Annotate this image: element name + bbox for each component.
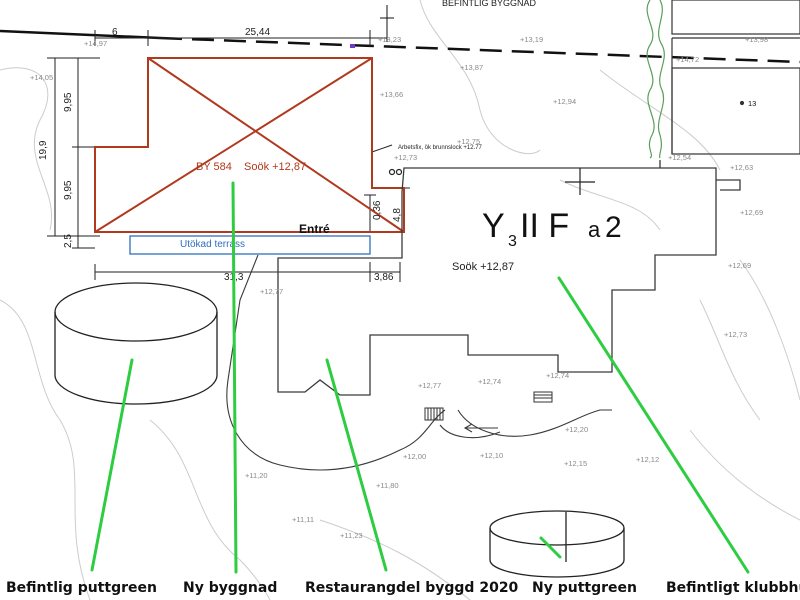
elevation: +13,87 [460, 63, 483, 72]
elevation: +12,94 [553, 97, 576, 106]
new-building-sook-label: Soök +12,87 [244, 161, 306, 173]
zoning-code-sub: 3 [508, 233, 517, 250]
zoning-code-main: II F [520, 207, 569, 245]
zoning-code-2: 2 [605, 211, 622, 244]
elevation: +13,19 [520, 35, 543, 44]
clubhouse-note: Arbetsfix, ök brunnslock +12.77 [398, 145, 483, 151]
elevation-13: 13 [748, 99, 756, 108]
terrace-label: Utökad terrass [180, 239, 245, 250]
label-existing-clubhouse: Befintligt klubbhus [666, 580, 800, 596]
elevation: +14,05 [30, 73, 53, 82]
elevation: +12,75 [457, 137, 480, 146]
existing-putting-green [54, 282, 218, 405]
elevation: +12,10 [480, 451, 503, 460]
elevation: +12,69 [728, 261, 751, 270]
dim-side-small: 2,5 [63, 234, 74, 248]
existing-clubhouse-outline [277, 160, 741, 396]
elevation: +12,73 [724, 330, 747, 339]
dim-height-upper: 9,95 [63, 92, 74, 112]
elevation: +11,80 [376, 481, 399, 490]
elevation: +13,66 [380, 90, 403, 99]
leader-lines [90, 181, 750, 574]
leader-restaurant [325, 358, 388, 572]
elevation: +12,12 [636, 455, 659, 464]
boundary-line [0, 5, 800, 64]
dim-height-total: 19,9 [38, 140, 49, 160]
elevation: +12,69 [740, 208, 763, 217]
elevation: +12,74 [478, 377, 501, 386]
zoning-code: Y 3 II F a 2 [482, 207, 622, 250]
elevation: +11,11 [292, 515, 314, 524]
dim-top-span: 25,44 [245, 27, 270, 38]
extended-terrace [129, 235, 371, 255]
elevation: +13,98 [745, 35, 768, 44]
elevation: +12,63 [730, 163, 753, 172]
elevation: +14,72 [676, 55, 699, 64]
zoning-code-y: Y [482, 207, 505, 245]
elevation-labels: +14,97 +13,23 +13,19 +13,98 +14,72 +14,0… [30, 35, 768, 540]
elevation: +13,23 [378, 35, 401, 44]
leader-existing-clubhouse [557, 276, 750, 574]
elevation: +12,77 [418, 381, 441, 390]
walkway-curve [226, 254, 612, 471]
dim-right-small: 0,36 [372, 200, 383, 220]
elevation: +12,15 [564, 459, 587, 468]
dim-right-height: 4,8 [392, 208, 403, 222]
leader-existing-putting-green [90, 358, 134, 572]
dim-height-lower: 9,95 [63, 180, 74, 200]
elevation: +12,54 [668, 153, 691, 162]
entrance-label: Entré [299, 222, 330, 236]
new-putting-green [489, 510, 625, 578]
label-new-building: Ny byggnad [183, 580, 277, 596]
elevation: +14,97 [84, 39, 107, 48]
elevation: +12,00 [403, 452, 426, 461]
tree-row [646, 0, 665, 159]
elevation: +12,73 [394, 153, 417, 162]
dimension-lines [47, 30, 410, 282]
elevation: +11,23 [340, 531, 363, 540]
new-building-by-label: BY 584 [196, 161, 232, 173]
elevation: +12,77 [260, 287, 283, 296]
dim-top-left: 6 [112, 27, 118, 38]
elevation: +11,20 [245, 471, 268, 480]
elevation: +12,20 [565, 425, 588, 434]
leader-new-building [231, 181, 238, 574]
elevation: +12,74 [546, 371, 569, 380]
clubhouse-floor-level: Soök +12,87 [452, 261, 514, 273]
new-building-outline [94, 57, 405, 233]
label-new-putting-green: Ny puttgreen [532, 580, 637, 596]
bottom-labels: Befintlig puttgreen Ny byggnad Restauran… [6, 580, 800, 596]
stairs [424, 391, 553, 421]
existing-building-title: BEFINTLIG BYGGNAD [442, 0, 537, 8]
label-restaurant: Restaurangdel byggd 2020 [305, 580, 519, 596]
dim-bottom-right: 3,86 [374, 272, 394, 283]
label-existing-putting-green: Befintlig puttgreen [6, 580, 157, 596]
leader-new-putting-green [539, 536, 562, 559]
zoning-code-a: a [588, 217, 601, 242]
existing-building-top-right [671, 0, 800, 155]
survey-markers [388, 168, 595, 195]
